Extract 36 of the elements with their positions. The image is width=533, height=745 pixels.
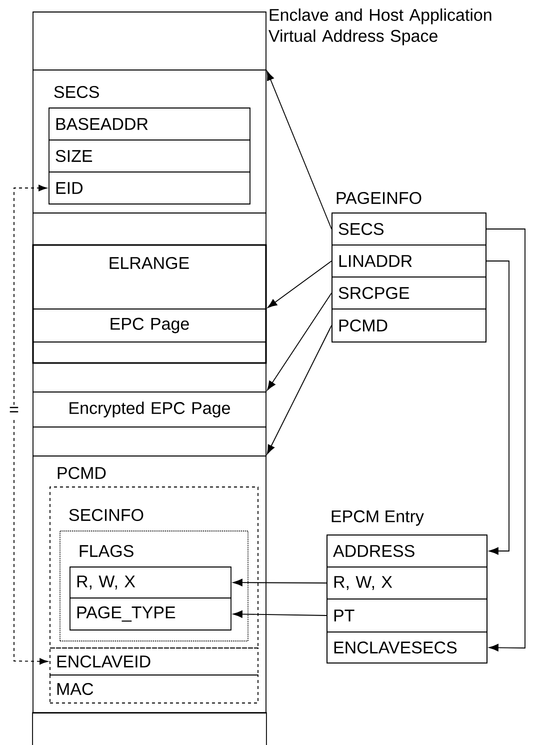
- field-row: EID: [48, 172, 250, 204]
- memory-region: Encrypted EPC Page: [32, 392, 266, 428]
- memory-region: [32, 426, 266, 456]
- memory-region: [32, 12, 266, 70]
- field-row: SIZE: [48, 140, 250, 172]
- arrow: [232, 610, 327, 618]
- field-row: PAGE_TYPE: [70, 598, 232, 630]
- arrow: [486, 260, 510, 555]
- arrow: [267, 292, 332, 390]
- field-row: SRCPGE: [332, 276, 486, 310]
- field-row: R, W, X: [70, 566, 232, 598]
- memory-region: [32, 712, 267, 745]
- diagram-title: Enclave and Host Application Virtual Address Space: [268, 8, 492, 46]
- field-row: ENCLAVEID: [50, 648, 258, 676]
- edge-label: =: [7, 404, 21, 418]
- field-row: R, W, X: [326, 566, 488, 600]
- field-row: PT: [326, 598, 488, 632]
- arrow: [268, 260, 332, 308]
- memory-region: EPC Page: [32, 308, 266, 342]
- field-row: SECS: [332, 212, 486, 246]
- field-row: MAC: [50, 674, 258, 704]
- field-row: BASEADDR: [48, 108, 250, 140]
- arrow: [14, 184, 48, 665]
- field-row: ADDRESS: [326, 534, 488, 568]
- node-label: PAGEINFO: [336, 192, 422, 204]
- arrow: [486, 228, 526, 652]
- field-row: ENCLAVESECS: [326, 632, 488, 664]
- field-row: PCMD: [332, 308, 486, 342]
- arrow: [266, 70, 332, 230]
- memory-region: [32, 212, 266, 246]
- arrow: [232, 578, 327, 586]
- arrow: [266, 325, 332, 454]
- node-label: EPCM Entry: [332, 510, 424, 526]
- memory-region: [32, 362, 266, 392]
- memory-region: [32, 342, 266, 364]
- field-row: LINADDR: [332, 244, 486, 278]
